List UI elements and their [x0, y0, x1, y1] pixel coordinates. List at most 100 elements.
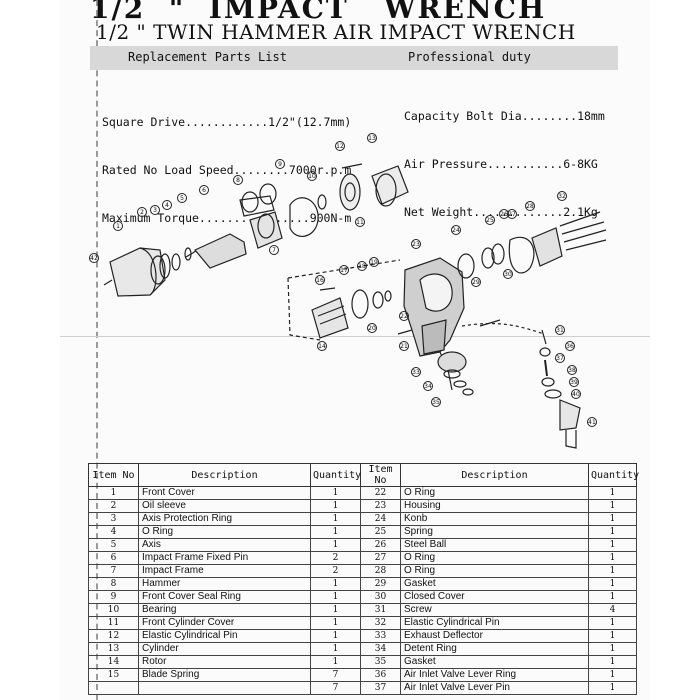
- item-no: 13: [88, 642, 139, 656]
- quantity: 1: [588, 525, 637, 539]
- item-no: 32: [360, 616, 401, 630]
- svg-text:2: 2: [140, 209, 144, 216]
- svg-text:13: 13: [368, 135, 376, 142]
- item-no: 3: [88, 512, 139, 526]
- callout-34: 34: [423, 381, 433, 391]
- svg-text:4: 4: [165, 202, 169, 209]
- description: Blade Spring: [138, 668, 311, 682]
- svg-text:6: 6: [202, 187, 206, 194]
- item-no: 15: [88, 668, 139, 682]
- description: Axis Protection Ring: [138, 512, 311, 526]
- svg-text:10: 10: [308, 173, 316, 180]
- header-description: Description: [138, 463, 311, 487]
- quantity: 1: [310, 603, 361, 617]
- description: Exhaust Deflector: [400, 629, 589, 643]
- callout-1: 1: [113, 221, 123, 231]
- spec-speed: Rated No Load Speed........7000r.p.m: [102, 163, 352, 177]
- description: Front Cylinder Cover: [138, 616, 311, 630]
- item-no: 23: [360, 499, 401, 513]
- quantity: 1: [588, 538, 637, 552]
- description: Steel Ball: [400, 538, 589, 552]
- description: Air Inlet Valve Lever Ring: [400, 668, 589, 682]
- callout-28: 28: [525, 201, 535, 211]
- description: Housing: [400, 499, 589, 513]
- quantity: 1: [588, 668, 637, 682]
- quantity: 2: [310, 564, 361, 578]
- callout-31: 31: [555, 325, 565, 335]
- callout-30: 30: [503, 269, 513, 279]
- callout-14: 14: [317, 341, 327, 351]
- item-no: 22: [360, 486, 401, 500]
- quantity: 1: [310, 642, 361, 656]
- item-no: 29: [360, 577, 401, 591]
- section-banner: Replacement Parts List Professional duty: [90, 46, 618, 70]
- item-no: [88, 681, 139, 695]
- callout-33: 33: [411, 367, 421, 377]
- callout-39: 39: [569, 377, 579, 387]
- quantity: 1: [588, 642, 637, 656]
- svg-text:26: 26: [500, 211, 508, 218]
- quantity: 1: [310, 538, 361, 552]
- spec-square-drive: Square Drive............1/2"(12.7mm): [102, 115, 352, 129]
- front-cover-drawing: [103, 247, 166, 297]
- callout-23: 23: [411, 239, 421, 249]
- item-no: 37: [360, 681, 401, 695]
- description: Impact Frame Fixed Pin: [138, 551, 311, 565]
- svg-text:24: 24: [452, 227, 460, 234]
- svg-text:32: 32: [558, 193, 566, 200]
- quantity: 1: [310, 577, 361, 591]
- description: O Ring: [400, 551, 589, 565]
- item-no: 12: [88, 629, 139, 643]
- description: Elastic Cylindrical Pin: [400, 616, 589, 630]
- callout-18: 18: [357, 261, 367, 271]
- svg-text:21: 21: [400, 343, 408, 350]
- quantity: 1: [588, 577, 637, 591]
- item-no: 28: [360, 564, 401, 578]
- spec-right: Capacity Bolt Dia........18mm Air Pressu…: [404, 76, 605, 236]
- spec-left: Square Drive............1/2"(12.7mm) Rat…: [102, 82, 351, 242]
- description: Spring: [400, 525, 589, 539]
- callout-38: 38: [567, 365, 577, 375]
- header-item-no-2: Item No: [360, 463, 401, 487]
- callout-21: 21: [399, 341, 409, 351]
- quantity: 1: [310, 629, 361, 643]
- rotor-drawing: [311, 297, 349, 339]
- banner-right-label: Professional duty: [408, 50, 531, 64]
- description: Closed Cover: [400, 590, 589, 604]
- item-no: 24: [360, 512, 401, 526]
- spec-bolt-dia: Capacity Bolt Dia........18mm: [404, 109, 605, 123]
- item-no: 36: [360, 668, 401, 682]
- callout-10: 10: [307, 171, 317, 181]
- quantity: 1: [588, 486, 637, 500]
- svg-text:5: 5: [180, 195, 184, 202]
- callout-3: 3: [150, 205, 160, 215]
- item-no: 2: [88, 499, 139, 513]
- quantity: 7: [310, 681, 361, 695]
- item-no: 9: [88, 590, 139, 604]
- description: Hammer: [138, 577, 311, 591]
- quantity: 1: [310, 512, 361, 526]
- description: Gasket: [400, 655, 589, 669]
- description: Axis: [138, 538, 311, 552]
- svg-text:41: 41: [588, 419, 596, 426]
- housing-drawing: [397, 257, 465, 357]
- svg-text:17: 17: [340, 267, 348, 274]
- callout-16: 16: [315, 275, 325, 285]
- callout-24: 24: [451, 225, 461, 235]
- item-no: 6: [88, 551, 139, 565]
- item-no: 4: [88, 525, 139, 539]
- svg-text:39: 39: [570, 379, 578, 386]
- page-subtitle: 1/2 " TWIN HAMMER AIR IMPACT WRENCH: [96, 20, 576, 44]
